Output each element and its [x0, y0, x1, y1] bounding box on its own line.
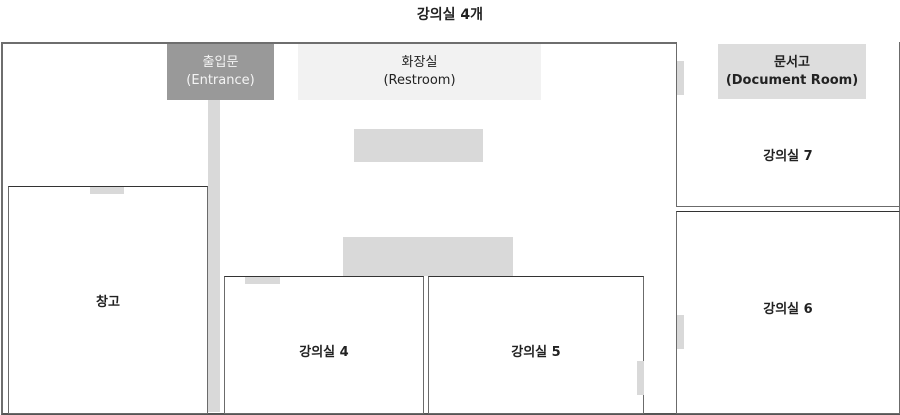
- door-lecture-7: [677, 61, 684, 95]
- hallway-fixture-lower: [343, 237, 513, 276]
- room-label: 강의실 4: [299, 344, 349, 360]
- corridor-strip: [208, 100, 220, 412]
- room-lecture-5[interactable]: 강의실 5: [428, 276, 644, 414]
- door-lecture-4: [245, 277, 280, 284]
- hallway-fixture-upper: [354, 129, 483, 162]
- room-label: 강의실 6: [763, 302, 813, 317]
- entrance-label-en: (Entrance): [186, 73, 255, 88]
- room-label: 창고: [96, 294, 120, 310]
- door-storage: [90, 187, 124, 194]
- room-storage[interactable]: 창고: [8, 186, 208, 414]
- room-lecture-6[interactable]: 강의실 6: [676, 211, 900, 414]
- entrance-label-ko: 출입문: [202, 55, 239, 70]
- restroom-label-ko: 화장실: [401, 55, 438, 70]
- room-label: 강의실 5: [511, 344, 561, 360]
- document-room-label-en: (Document Room): [725, 72, 859, 88]
- document-room-label-ko: 문서고: [774, 54, 810, 70]
- restroom-label-en: (Restroom): [383, 73, 456, 88]
- entrance-area[interactable]: 출입문 (Entrance): [167, 44, 274, 100]
- floor-plan-title: 강의실 4개: [416, 7, 484, 23]
- room-label: 강의실 7: [763, 148, 813, 164]
- door-lecture-5: [637, 361, 644, 395]
- restroom-area[interactable]: 화장실 (Restroom): [298, 44, 541, 100]
- door-lecture-6: [677, 315, 684, 349]
- document-room-area[interactable]: 문서고 (Document Room): [718, 44, 866, 99]
- room-lecture-4[interactable]: 강의실 4: [224, 276, 424, 414]
